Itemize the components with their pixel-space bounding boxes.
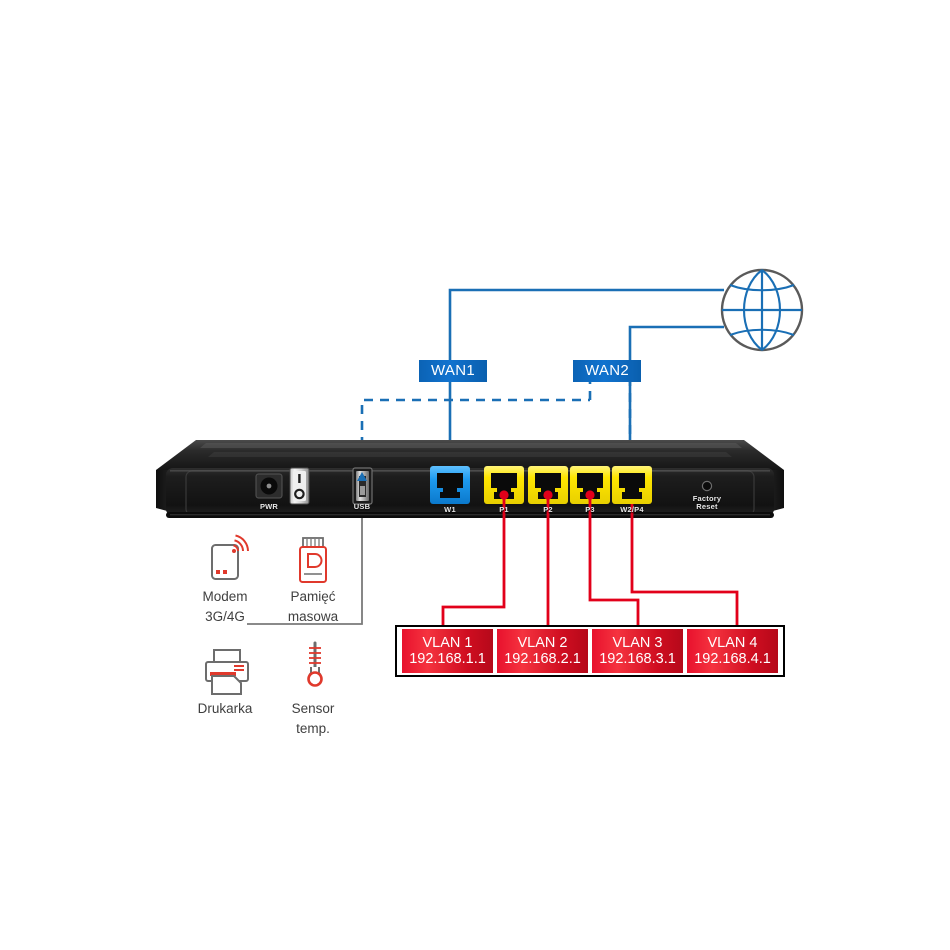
vlan-name: VLAN 2 (517, 634, 568, 651)
router-device (156, 440, 784, 518)
thermometer-icon (307, 641, 323, 687)
usb-device-modem: Modem 3G/4G (183, 585, 267, 625)
port-label-p3: P3 (585, 505, 595, 514)
port-label-p2: P2 (543, 505, 553, 514)
vlan-name: VLAN 4 (707, 634, 758, 651)
power-jack (255, 473, 283, 499)
usb-device-sensor: Sensor temp. (271, 697, 355, 737)
vlan-box-3[interactable]: VLAN 3 192.168.3.1 (592, 629, 683, 673)
port-label-pwr: PWR (259, 502, 279, 511)
port-p1 (484, 466, 524, 504)
vlan-ip: 192.168.2.1 (504, 650, 581, 667)
port-label-usb: USB (353, 502, 371, 511)
usb-device-sensor-line1: Sensor (291, 701, 335, 716)
usb-port (352, 467, 373, 505)
usb-device-storage-line2: masowa (287, 609, 339, 624)
factory-reset-label: Factory Reset (684, 495, 730, 511)
port-label-w1: W1 (444, 505, 456, 514)
port-w2p4 (612, 466, 652, 504)
vlan-ip: 192.168.4.1 (694, 650, 771, 667)
globe-icon (720, 268, 804, 352)
usb-device-printer: Drukarka (183, 697, 267, 717)
vlan-box-1[interactable]: VLAN 1 192.168.1.1 (402, 629, 493, 673)
usb-flash-drive-icon (299, 537, 327, 583)
vlan-ip: 192.168.1.1 (409, 650, 486, 667)
vlan-ip: 192.168.3.1 (599, 650, 676, 667)
vlan-name: VLAN 1 (422, 634, 473, 651)
vlan-box-2[interactable]: VLAN 2 192.168.2.1 (497, 629, 588, 673)
vlan-name: VLAN 3 (612, 634, 663, 651)
usb-device-bracket (247, 512, 363, 625)
port-label-w2p4: W2/P4 (620, 505, 644, 514)
factory-reset-line1: Factory (692, 494, 722, 503)
wireless-modem-icon (211, 534, 249, 580)
usb-device-modem-line1: Modem (202, 589, 248, 604)
wan1-badge[interactable]: WAN1 (419, 360, 487, 382)
usb-device-storage: Pamięć masowa (271, 585, 355, 625)
wan2-badge[interactable]: WAN2 (573, 360, 641, 382)
usb-device-storage-line1: Pamięć (290, 589, 336, 604)
power-switch[interactable] (289, 467, 310, 505)
port-w1 (430, 466, 470, 504)
vlan-group: VLAN 1 192.168.1.1 VLAN 2 192.168.2.1 VL… (395, 625, 785, 677)
vlan-box-4[interactable]: VLAN 4 192.168.4.1 (687, 629, 778, 673)
vlan-link-lines (441, 490, 739, 626)
factory-reset-line2: Reset (696, 502, 718, 511)
usb-device-printer-line1: Drukarka (197, 701, 253, 716)
factory-reset-hole (701, 480, 713, 492)
printer-icon (205, 649, 249, 695)
port-label-p1: P1 (499, 505, 509, 514)
usb-device-modem-line2: 3G/4G (205, 609, 245, 624)
usb-device-sensor-line2: temp. (296, 721, 330, 736)
